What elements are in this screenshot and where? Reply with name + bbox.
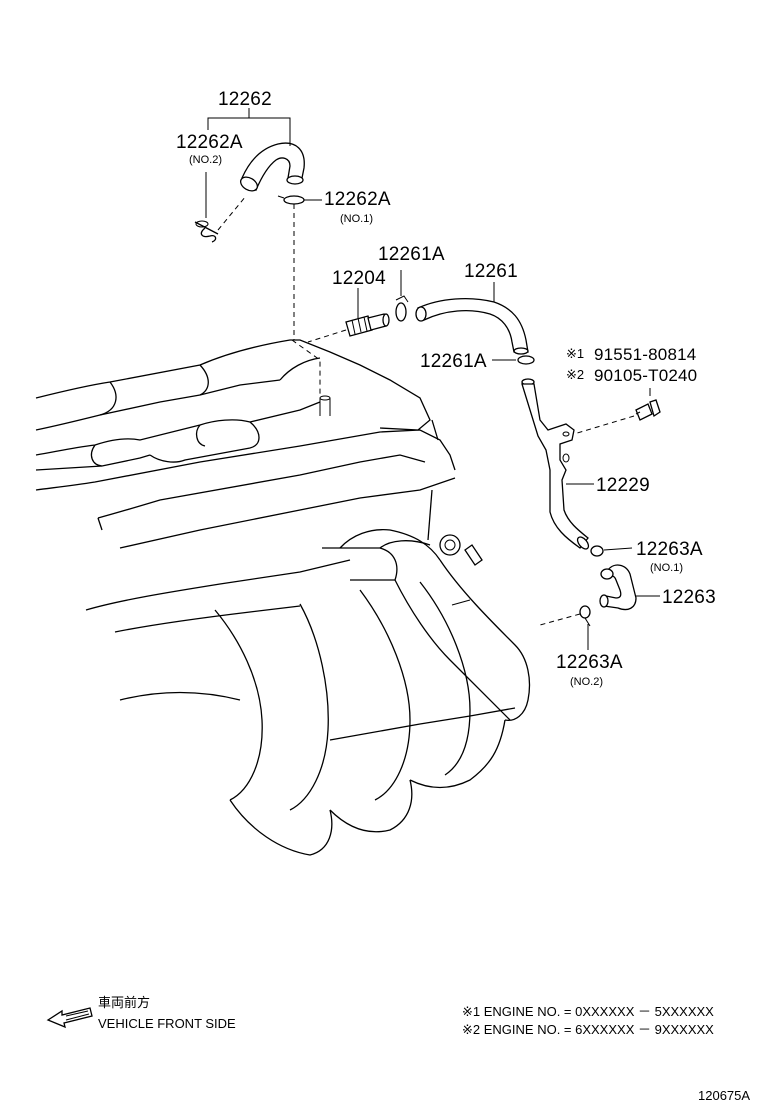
label-12261A-top: 12261A <box>378 244 445 265</box>
clip-12263A-no1 <box>590 545 633 557</box>
label-90105-T0240: 90105-T0240 <box>594 366 697 385</box>
label-91551-80814: 91551-80814 <box>594 345 696 364</box>
callout-labels: 12262 12262A (NO.2) 12262A (NO.1) 12261A… <box>176 89 716 688</box>
label-12229: 12229 <box>596 475 650 496</box>
label-12204: 12204 <box>332 268 386 289</box>
engine-block-illustration <box>35 339 531 856</box>
note-line-1: ※1 ENGINE NO. = 0XXXXXX － 5XXXXXX <box>462 1004 714 1019</box>
label-12262: 12262 <box>218 89 272 110</box>
label-12263A-no2-sub: (NO.2) <box>570 676 603 688</box>
label-12263A-no2: 12263A <box>556 652 623 673</box>
clip-12262A-no1 <box>277 195 305 205</box>
ref2-mark: ※2 <box>566 367 584 382</box>
front-arrow-icon <box>46 1007 93 1029</box>
ref1-mark: ※1 <box>566 346 584 361</box>
note-line-2: ※2 ENGINE NO. = 6XXXXXX － 9XXXXXX <box>462 1022 714 1037</box>
label-12262A-no2: 12262A <box>176 132 243 153</box>
label-12261: 12261 <box>464 261 518 282</box>
clip-12263A-no2 <box>539 605 591 650</box>
label-12263: 12263 <box>662 587 716 608</box>
leader-lines-12262 <box>205 108 322 400</box>
hose-12261 <box>415 282 529 355</box>
bolt-91551-90105 <box>573 388 661 435</box>
front-label-english: VEHICLE FRONT SIDE <box>98 1016 236 1031</box>
clip-12261A-top <box>395 270 409 322</box>
engine-number-notes: ※1 ENGINE NO. = 0XXXXXX － 5XXXXXX ※2 ENG… <box>462 1004 714 1037</box>
vehicle-front-indicator: 車両前方 VEHICLE FRONT SIDE <box>46 995 236 1031</box>
hose-12262 <box>239 142 305 192</box>
label-12263A-no1: 12263A <box>636 539 703 560</box>
clip-12262A-no2 <box>194 220 219 243</box>
pcv-valve-12204 <box>307 288 390 343</box>
clip-12261A-mid <box>492 355 535 365</box>
pipe-12229 <box>521 378 594 550</box>
hose-12263 <box>599 564 660 611</box>
label-12262A-no2-sub: (NO.2) <box>189 154 222 166</box>
label-12261A-mid: 12261A <box>420 351 487 372</box>
label-12263A-no1-sub: (NO.1) <box>650 562 683 574</box>
label-12262A-no1: 12262A <box>324 189 391 210</box>
figure-id: 120675A <box>698 1088 750 1103</box>
label-12262A-no1-sub: (NO.1) <box>340 213 373 225</box>
front-label-japanese: 車両前方 <box>98 995 150 1010</box>
